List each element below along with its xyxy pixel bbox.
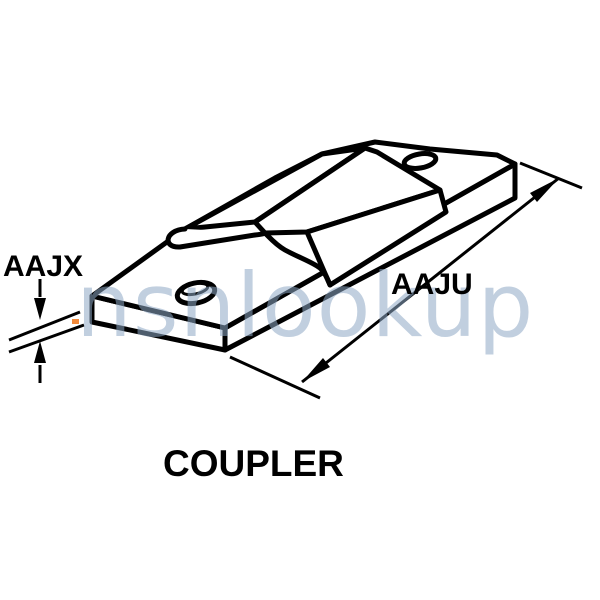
- thickness-extension-line-upper: [8, 310, 81, 342]
- length-arrowhead-upper: [530, 178, 559, 202]
- length-label: AAJU: [391, 268, 473, 301]
- length-extension-line-right: [519, 161, 583, 190]
- ridge-curl: [262, 230, 333, 288]
- thickness-arrowhead-lower: [34, 341, 46, 363]
- length-arrowhead-lower: [302, 358, 330, 382]
- length-extension-line-left: [229, 355, 321, 400]
- coupler-part: [89, 139, 518, 353]
- mount-hole-left-inner: [180, 281, 210, 297]
- part-title: COUPLER: [163, 443, 344, 484]
- thickness-arrowhead-upper: [34, 298, 46, 320]
- thickness-label: AAJX: [3, 250, 83, 283]
- mount-hole-right: [401, 151, 439, 171]
- thickness-extension-line-lower: [8, 323, 85, 354]
- length-dimension: [229, 161, 583, 400]
- watermark-text: nsnlookup: [76, 254, 534, 357]
- thickness-dimension: [8, 279, 85, 383]
- thickness-accent-mark: [72, 319, 79, 324]
- length-dimension-line: [301, 176, 560, 384]
